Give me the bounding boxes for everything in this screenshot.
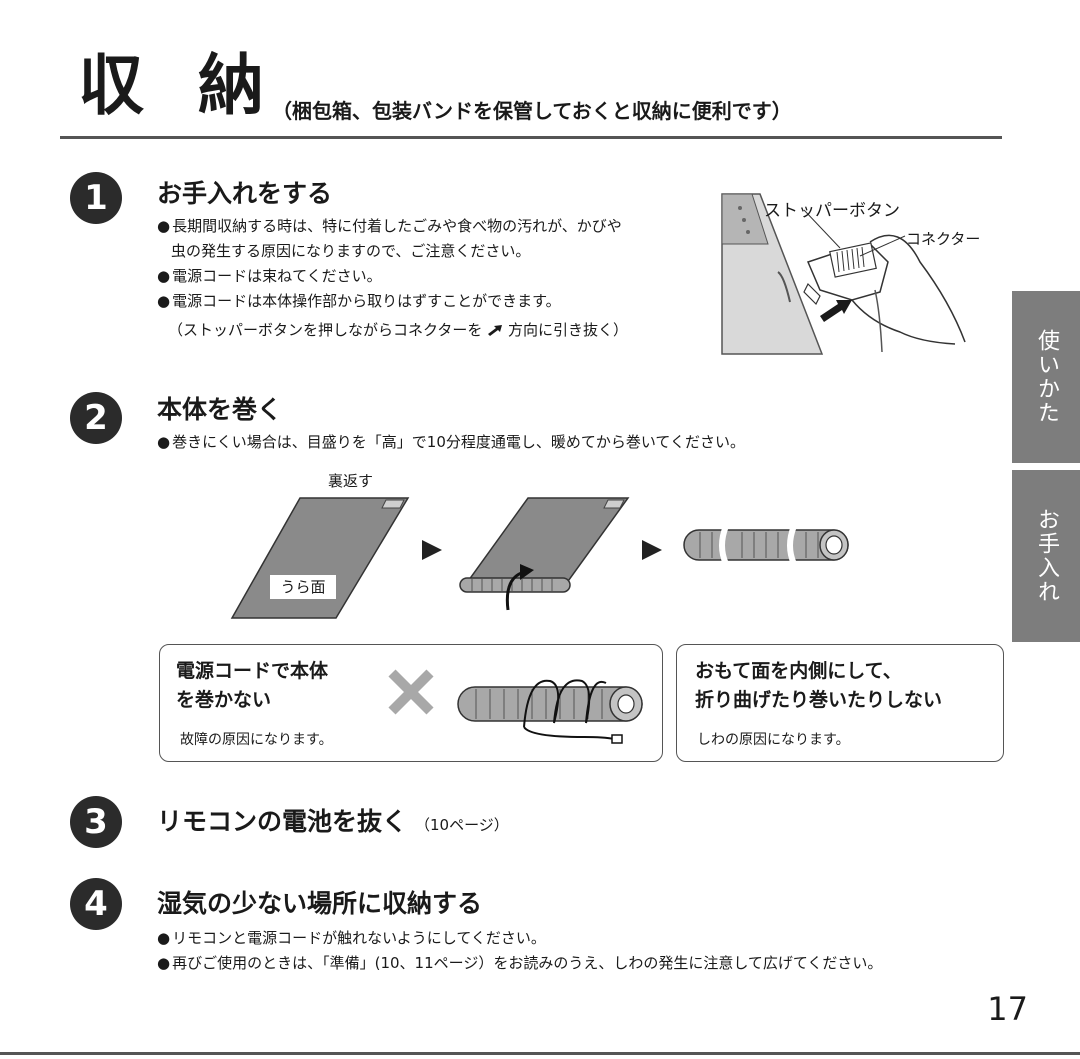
warning-box-fold-title-2: 折り曲げたり巻いたりしない (695, 689, 943, 711)
step-4-badge: 4 (70, 878, 122, 930)
connector-illustration (721, 193, 966, 355)
step-2-badge: 2 (70, 392, 122, 444)
warning-box-fold-title-1: おもて面を内側にして、 (695, 660, 902, 682)
step-3-badge: 3 (70, 796, 122, 848)
step-4-heading: 湿気の少ない場所に収納する (157, 889, 483, 918)
step-1-bullet-3-cont: （ストッパーボタンを押しながらコネクターを 方向に引き抜く） (168, 321, 628, 339)
rolling-sequence-illustration (230, 497, 849, 619)
step-4-bullet-2: ●再びご使用のときは、「準備」(10、11ページ）をお読みのうえ、しわの発生に注… (157, 954, 883, 972)
step-2-bullet-1: ●巻きにくい場合は、目盛りを「高」で10分程度通電し、暖めてから巻いてください。 (157, 433, 745, 451)
step-2-heading: 本体を巻く (157, 395, 283, 424)
connector-label: コネクター (906, 230, 981, 248)
page-number: 17 (987, 990, 1028, 1028)
warning-box-cord: 電源コードで本体 を巻かない 故障の原因になります。 (159, 644, 663, 762)
step-3-page-ref: （10ページ） (415, 816, 509, 834)
side-tab-maintenance[interactable]: お手入れ (1012, 470, 1080, 642)
step-1-bullet-2: ●電源コードは束ねてください。 (157, 267, 382, 285)
warning-box-cord-note: 故障の原因になります。 (180, 732, 333, 748)
page-title: 収納 (78, 46, 266, 126)
warning-box-cord-title-1: 電源コードで本体 (176, 660, 329, 682)
side-tab-usage[interactable]: 使いかた (1012, 291, 1080, 463)
step-1-heading: お手入れをする (157, 179, 333, 208)
step-4-bullet-1: ●リモコンと電源コードが触れないようにしてください。 (157, 929, 546, 947)
step-1-bullet-3: ●電源コードは本体操作部から取りはずすことができます。 (157, 292, 561, 310)
flip-label: 裏返す (328, 472, 374, 490)
title-char-1: 収 (78, 47, 146, 124)
step-1-badge: 1 (70, 172, 122, 224)
step-1-bullet-1-cont: 虫の発生する原因になりますので、ご注意ください。 (171, 242, 531, 260)
cross-icon (388, 669, 434, 715)
warning-box-cord-title-2: を巻かない (176, 689, 272, 711)
pull-arrow-icon (488, 325, 503, 336)
warning-box-fold: おもて面を内側にして、 折り曲げたり巻いたりしない しわの原因になります。 (676, 644, 1004, 762)
step-1-bullet-1: ●長期間収納する時は、特に付着したごみや食べ物の汚れが、かびや (157, 217, 622, 235)
back-side-label: うら面 (270, 575, 336, 599)
warning-box-fold-note: しわの原因になります。 (697, 732, 850, 748)
title-char-2: 納 (198, 47, 266, 124)
title-divider (60, 136, 1002, 139)
bottom-divider (0, 1052, 1080, 1055)
cord-wrapped-roll-illustration (457, 679, 643, 744)
stopper-button-label: ストッパーボタン (764, 201, 900, 221)
title-subtitle: （梱包箱、包装バンドを保管しておくと収納に便利です） (272, 99, 792, 123)
step-3-heading: リモコンの電池を抜く（10ページ） (157, 807, 509, 836)
